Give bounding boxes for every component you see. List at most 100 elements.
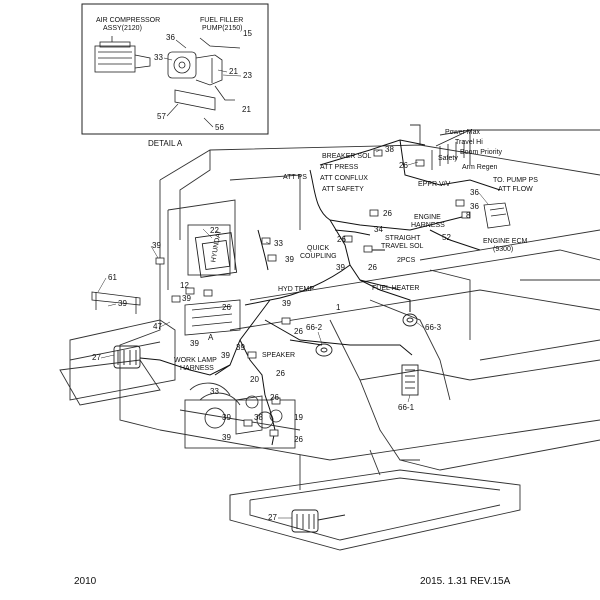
callout-33: 33 (274, 239, 283, 248)
connectors (155, 149, 471, 437)
horn-66-2 (315, 343, 333, 357)
callout-26-top: 26 (399, 161, 408, 170)
callout-26-a: 26 (383, 209, 392, 218)
callout-39-f: 39 (182, 294, 191, 303)
callout-26-d: 26 (222, 303, 231, 312)
callout-26-f: 26 (276, 369, 285, 378)
callout-47: 47 (153, 322, 162, 331)
callout-26-e: 26 (294, 327, 303, 336)
footer-right: 2015. 1.31 REV.15A (420, 576, 511, 587)
fuse-panel (184, 299, 241, 336)
engine-harness-label-2: HARNESS (411, 222, 445, 229)
callout-39-c: 39 (285, 255, 294, 264)
callout-36-r2: 36 (470, 202, 479, 211)
callout-19: 19 (294, 413, 303, 422)
straight-travel-label-2: TRAVEL SOL (381, 243, 424, 250)
leader-lines (97, 149, 489, 519)
hyd-temp-label: HYD TEMP (278, 286, 314, 293)
callout-26-b: 26 (337, 235, 346, 244)
callout-26-c: 26 (368, 263, 377, 272)
callout-39-l2: 39 (222, 433, 231, 442)
work-lamp-harness-label-1: WORK LAMP (174, 357, 217, 364)
fuel-heater-label: FUEL HEATER (372, 285, 419, 292)
detail-num-15: 15 (243, 29, 252, 38)
machine-frame (59, 124, 600, 551)
fuel-pump-drawing (167, 37, 241, 111)
callout-34: 34 (374, 225, 383, 234)
callout-39-h: 39 (190, 339, 199, 348)
detail-num-33: 33 (154, 53, 163, 62)
quick-coupling-label-2: COUPLING (300, 253, 337, 260)
arm-regen-label: Arm Regen (462, 164, 498, 171)
detail-a-box: AIR COMPRESSOR ASSY(2120) FUEL FILLER PU… (81, 3, 269, 135)
footer-left: 2010 (74, 576, 97, 587)
detail-ref-a: A (208, 333, 214, 342)
callout-39-j: 39 (236, 343, 245, 352)
air-compressor-label-2: ASSY(2120) (103, 25, 142, 32)
detail-a-caption: DETAIL A (148, 139, 183, 148)
valve-cluster (431, 129, 471, 170)
detail-num-21b: 21 (242, 105, 251, 114)
safety-label: Safety (438, 155, 458, 162)
engine-harness-label-1: ENGINE (414, 214, 441, 221)
power-max-label: Power Max (445, 129, 481, 136)
speaker-bracket (235, 395, 283, 435)
straight-travel-label-1: STRAIGHT (385, 235, 421, 242)
detail-num-36: 36 (166, 33, 175, 42)
callout-66-3: 66-3 (425, 323, 442, 332)
speaker-label: SPEAKER (262, 352, 295, 359)
att-flow-label: ATT FLOW (498, 186, 533, 193)
callout-22: 22 (210, 226, 219, 235)
callout-61: 61 (108, 273, 117, 282)
callout-1: 1 (336, 303, 341, 312)
callout-26-g: 26 (270, 393, 279, 402)
att-press-label: ATT PRESS (320, 164, 359, 171)
callout-27-b: 27 (268, 513, 277, 522)
travel-hi-label: Travel Hi (455, 139, 483, 146)
callout-39-k: 39 (222, 413, 231, 422)
callout-39-l: 39 (152, 241, 161, 250)
callout-38: 38 (254, 413, 263, 422)
detail-num-57: 57 (157, 112, 166, 121)
work-lamp-left (113, 345, 141, 369)
harness-wires (139, 139, 501, 446)
detail-num-21a: 21 (229, 67, 238, 76)
detail-num-56: 56 (215, 123, 224, 132)
quick-coupling-label-1: QUICK (307, 245, 330, 252)
fuel-filler-label-2: PUMP(2150) (202, 25, 242, 32)
breaker-sol-label: BREAKER SOL (322, 153, 372, 160)
to-pump-ps-label: TO. PUMP PS (493, 177, 538, 184)
callout-26-h: 26 (294, 435, 303, 444)
engine-ecm-label-2: (9300) (493, 246, 513, 253)
work-lamp-bottom (291, 509, 346, 533)
boom-priority-label: Boom Priority (460, 149, 503, 156)
callout-66-2: 66-2 (306, 323, 323, 332)
callout-38-top: 38 (385, 145, 394, 154)
att-safety-label: ATT SAFETY (322, 186, 364, 193)
callout-8: 8 (466, 211, 471, 220)
air-compressor-drawing (94, 36, 151, 73)
work-lamp-harness-label-2: HARNESS (180, 365, 214, 372)
two-pcs-label: 2PCS (397, 257, 416, 264)
detail-num-23: 23 (243, 71, 252, 80)
callout-36-r1: 36 (470, 188, 479, 197)
att-conflux-label: ATT CONFLUX (320, 175, 368, 182)
callout-52: 52 (442, 233, 451, 242)
callout-39-i: 39 (221, 351, 230, 360)
air-compressor-label-1: AIR COMPRESSOR (96, 17, 160, 24)
fuel-filler-label-1: FUEL FILLER (200, 17, 243, 24)
engine-ecm-label-1: ENGINE ECM (483, 238, 528, 245)
callout-66-1: 66-1 (398, 403, 415, 412)
callout-27-a: 27 (92, 353, 101, 362)
bracket-61 (91, 291, 141, 314)
callout-20: 20 (250, 375, 259, 384)
callout-33-b: 33 (210, 387, 219, 396)
callout-39-e: 39 (118, 299, 127, 308)
callout-12: 12 (180, 281, 189, 290)
controller-unit (194, 232, 238, 278)
horn-66-3 (402, 313, 418, 327)
engine-ecm (483, 202, 511, 229)
callout-39-d: 39 (336, 263, 345, 272)
eppr-vv-label: EPPR V/V (418, 181, 451, 188)
